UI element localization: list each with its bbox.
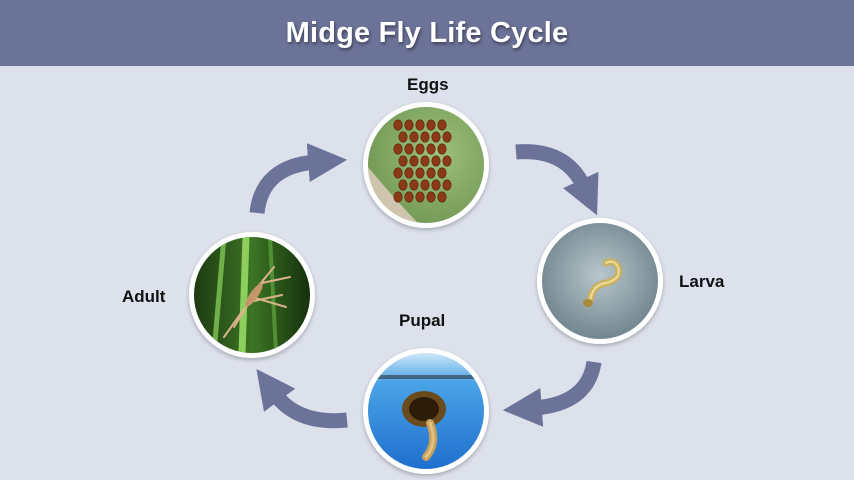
egg-dot — [410, 180, 418, 190]
stage-label-eggs: Eggs — [407, 75, 449, 95]
egg-dot — [399, 180, 407, 190]
egg-dot — [427, 144, 435, 154]
stage-label-pupal: Pupal — [399, 311, 445, 331]
egg-dot — [416, 168, 424, 178]
eggs-photo — [363, 102, 489, 228]
egg-dot — [432, 180, 440, 190]
egg-dot — [405, 144, 413, 154]
egg-dot — [443, 156, 451, 166]
adult-photo — [189, 232, 315, 358]
egg-dot — [410, 156, 418, 166]
egg-dot — [421, 132, 429, 142]
arrow-adult-to-eggs — [257, 162, 316, 213]
adult-image — [194, 237, 310, 353]
egg-dot — [410, 132, 418, 142]
larva-image — [542, 223, 658, 339]
pupal-image — [368, 353, 484, 469]
egg-dot — [438, 144, 446, 154]
stage-label-adult: Adult — [122, 287, 165, 307]
egg-dot — [416, 144, 424, 154]
egg-dot — [394, 120, 402, 130]
egg-dot — [399, 156, 407, 166]
egg-dot — [438, 192, 446, 202]
egg-dot — [427, 120, 435, 130]
egg-dot — [427, 168, 435, 178]
eggs-image — [368, 107, 484, 223]
egg-dot — [432, 132, 440, 142]
egg-dot — [416, 120, 424, 130]
egg-dot — [405, 192, 413, 202]
egg-dot — [394, 144, 402, 154]
egg-dot — [432, 156, 440, 166]
egg-dot — [443, 180, 451, 190]
egg-dot — [427, 192, 435, 202]
egg-dot — [399, 132, 407, 142]
arrow-pupal-to-adult — [275, 394, 347, 421]
arrow-eggs-to-larva — [516, 152, 584, 187]
egg-dot — [421, 156, 429, 166]
arrow-larva-to-pupal — [534, 362, 594, 408]
egg-dot — [405, 120, 413, 130]
larva-photo — [537, 218, 663, 344]
egg-dot — [394, 168, 402, 178]
egg-dot — [394, 192, 402, 202]
egg-dot — [443, 132, 451, 142]
pupal-photo — [363, 348, 489, 474]
stage-label-larva: Larva — [679, 272, 724, 292]
egg-dot — [421, 180, 429, 190]
egg-dot — [438, 168, 446, 178]
egg-dot — [416, 192, 424, 202]
egg-dot — [438, 120, 446, 130]
egg-dot — [405, 168, 413, 178]
